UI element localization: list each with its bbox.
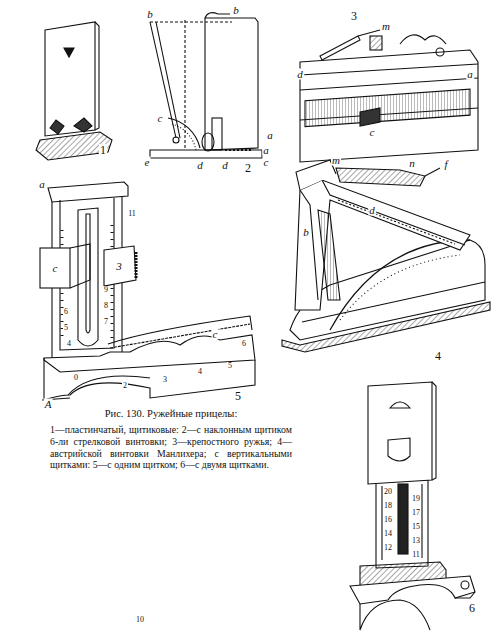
callout-label: A [44, 399, 53, 410]
figure-caption: Рис. 130. Ружейные прицелы: [50, 408, 292, 421]
callout-label: 5 [227, 362, 233, 370]
callout-label: d [221, 160, 229, 171]
callout-label: a [466, 69, 474, 80]
callout-label: b [302, 227, 310, 238]
callout-label: c [157, 113, 164, 124]
callout-label: a [266, 130, 274, 141]
figure-number: 6 [468, 602, 476, 614]
figure-number: 5 [234, 390, 242, 402]
figure-number: 1 [99, 144, 107, 156]
callout-label: a [262, 145, 270, 156]
callout-label: e [144, 157, 151, 168]
callout-label: 3 [115, 261, 123, 272]
callout-label: b [146, 9, 154, 20]
callout-label: 5 [63, 324, 69, 332]
callout-label: 3 [162, 376, 168, 384]
callout-label: c [263, 157, 270, 168]
callout-label: c [212, 329, 219, 340]
callout-label: f [443, 159, 448, 170]
callout-label: 16 [383, 516, 393, 524]
figure-number: 3 [350, 10, 358, 22]
callout-label: 18 [383, 502, 393, 510]
callout-label: 12 [383, 544, 393, 552]
caption-body: 1—пластинчатый, щитиковые: 2—с наклонным… [50, 424, 292, 471]
callout-label: 2 [122, 382, 128, 390]
figure-number: 4 [434, 350, 442, 362]
callout-label: 19 [411, 495, 421, 503]
callout-label: 4 [66, 340, 72, 348]
callout-label: d [368, 205, 376, 216]
callout-label: b [232, 5, 240, 16]
callout-label: 0 [73, 374, 79, 382]
callout-label: 9 [103, 286, 109, 294]
callout-label: m [331, 155, 341, 166]
callout-label: c [52, 263, 59, 274]
callout-label: 7 [103, 318, 109, 326]
callout-label: 10 [135, 616, 145, 624]
callout-label: c [369, 127, 376, 138]
callout-label: m [381, 21, 391, 32]
callout-label: d [296, 69, 304, 80]
callout-label: 11 [127, 210, 137, 218]
figure-number: 2 [244, 162, 252, 174]
callout-label: 20 [383, 488, 393, 496]
callout-label: 6 [241, 340, 247, 348]
callout-label: 4 [197, 368, 203, 376]
callout-label: 6 [63, 308, 69, 316]
callout-label: 17 [411, 509, 421, 517]
callout-label: 11 [411, 551, 421, 559]
callout-label: n [408, 158, 416, 169]
callout-label: d [196, 160, 204, 171]
callout-label: a [38, 179, 46, 190]
callout-label: 15 [411, 523, 421, 531]
callout-label: 13 [411, 537, 421, 545]
callout-label: 8 [103, 302, 109, 310]
callout-label: 14 [383, 530, 393, 538]
